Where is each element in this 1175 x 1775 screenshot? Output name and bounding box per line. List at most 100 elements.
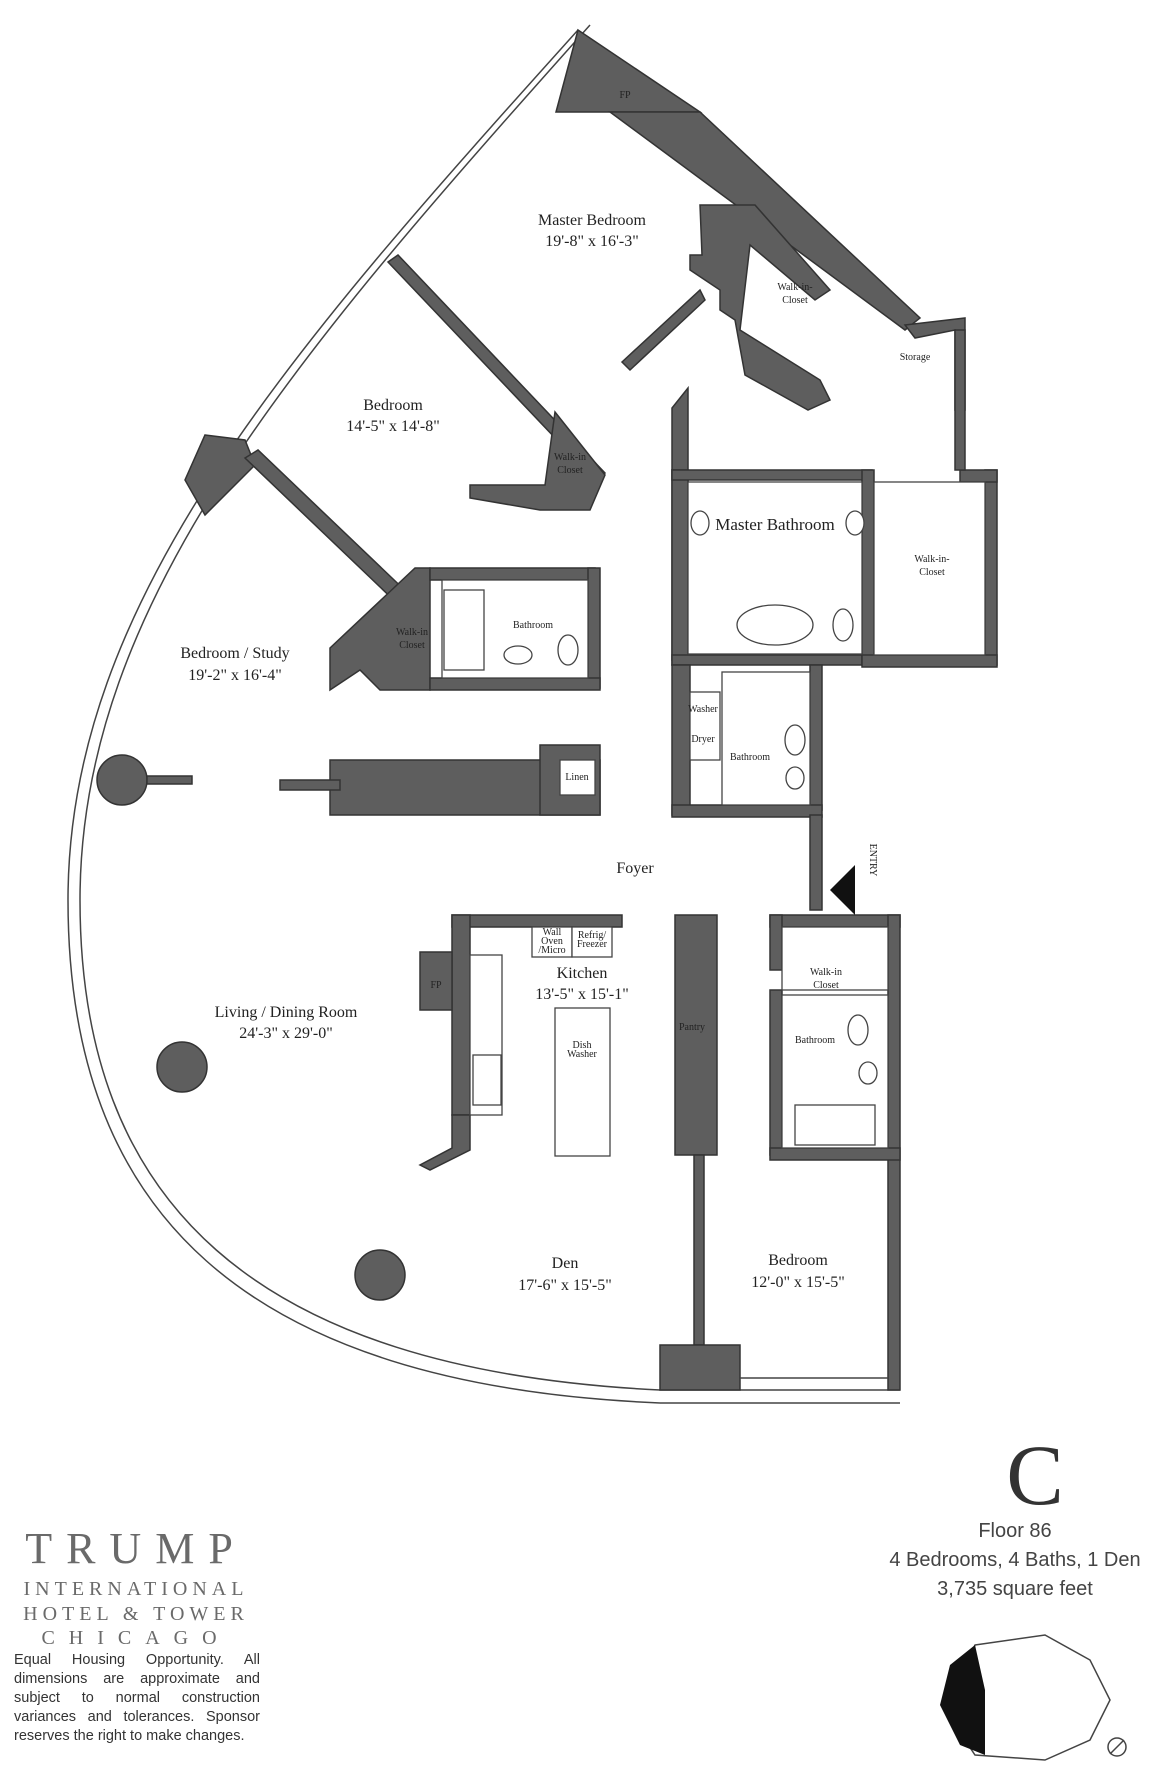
- kitchen-refrig: [571, 926, 613, 958]
- wall-mb-closet-bottom: [861, 654, 998, 668]
- column-1-arm: [146, 775, 193, 785]
- walk-in-closet-mb-1: Walk-in-: [914, 554, 949, 565]
- pantry-label: Pantry: [679, 1022, 705, 1033]
- wall-hall-bath-right: [809, 664, 823, 811]
- study-sink: [503, 645, 533, 665]
- master-bathroom-name: Master Bathroom: [715, 515, 834, 534]
- wall-kitchen-top: [451, 914, 623, 928]
- walls-lower: [418, 914, 901, 1391]
- fp-kitchen: FP: [430, 980, 442, 991]
- wall-mb-closet-left: [861, 469, 875, 666]
- dish-washer-2: Washer: [567, 1049, 597, 1060]
- master-toilet: [832, 608, 854, 642]
- washer-dryer: [689, 691, 721, 761]
- wall-study-corner: [184, 434, 256, 517]
- wall-bath-study: [429, 567, 596, 581]
- den-name: Den: [552, 1255, 579, 1272]
- bedroom-study-name: Bedroom / Study: [180, 645, 289, 662]
- walk-in-closet-bedroom-1: Walk-in: [554, 452, 586, 463]
- living-dining-dims: 24'-3" x 29'-0": [239, 1025, 332, 1042]
- master-tub: [736, 604, 814, 646]
- kitchen-dims: 13'-5" x 15'-1": [535, 986, 628, 1003]
- den-dims: 17'-6" x 15'-5": [518, 1277, 611, 1294]
- north-arrow-line: [1109, 1739, 1125, 1755]
- wall-bath-study-right: [587, 567, 601, 689]
- refrig-2: Freezer: [577, 939, 608, 950]
- unit-floor: Floor 86: [978, 1520, 1052, 1542]
- kitchen-name: Kitchen: [557, 965, 608, 982]
- unit-rooms: 4 Bedrooms, 4 Baths, 1 Den: [889, 1549, 1141, 1571]
- washer-label: Washer: [688, 704, 718, 715]
- wall-master-bath-top: [671, 469, 873, 481]
- wall-master-mid: [620, 288, 706, 372]
- bathroom-study-label: Bathroom: [513, 620, 553, 631]
- wall-hall-bath-left: [671, 664, 691, 816]
- wall-mb-closet-right: [984, 469, 998, 666]
- linen-label: Linen: [565, 772, 588, 783]
- wall-bath-study-bottom: [429, 677, 601, 691]
- north-arrow: [1107, 1737, 1127, 1757]
- wall-master-bath-left: [671, 469, 689, 666]
- hall-sink: [785, 766, 805, 790]
- kitchen-range: [472, 1054, 502, 1106]
- foyer-name: Foyer: [616, 860, 654, 877]
- br2-toilet: [847, 1014, 869, 1046]
- bedroom-1-name: Bedroom: [363, 397, 423, 414]
- master-bedroom-dims: 19'-8" x 16'-3": [545, 233, 638, 250]
- br2-closet-fill: [781, 926, 889, 991]
- wall-master-bath-bottom: [671, 654, 883, 666]
- disclaimer: Equal Housing Opportunity. All dimension…: [14, 1652, 260, 1744]
- wall-bottom-block: [659, 1344, 741, 1391]
- wall-br2-closet: [769, 914, 783, 971]
- study-toilet: [557, 634, 579, 666]
- brand-line1: INTERNATIONAL: [23, 1578, 249, 1600]
- br2-sink: [858, 1061, 878, 1085]
- walk-in-closet-study-1: Walk-in: [396, 627, 428, 638]
- walk-in-closet-mb-2: Closet: [919, 567, 945, 578]
- wall-hall-bath-bottom: [671, 804, 823, 818]
- living-dining-name: Living / Dining Room: [215, 1004, 358, 1021]
- linen: [559, 759, 596, 796]
- fp-top: FP: [619, 90, 631, 101]
- wall-storage-right: [954, 329, 966, 471]
- master-sink-left: [690, 510, 710, 536]
- wall-study-top: [243, 449, 417, 609]
- brand-line2: HOTEL & TOWER: [23, 1603, 249, 1625]
- brand-title: TRUMP: [25, 1524, 247, 1573]
- wall-bed-closet: [469, 410, 606, 511]
- wall-bedroom-top: [386, 254, 607, 481]
- dryer-label: Dryer: [691, 734, 715, 745]
- walk-in-closet-br2-2: Closet: [813, 980, 839, 991]
- bathroom-hall-label: Bathroom: [730, 752, 770, 763]
- walk-in-closet-master-2: Closet: [782, 295, 808, 306]
- wall-oven-2: Oven: [541, 936, 563, 947]
- wall-kitchen-left: [451, 914, 471, 1116]
- bedroom-study-dims: 19'-2" x 16'-4": [188, 667, 281, 684]
- wall-entry: [809, 814, 823, 911]
- entry-label: ENTRY: [867, 844, 878, 877]
- fixtures: [441, 481, 986, 1379]
- wall-kitchen-low: [418, 1114, 471, 1171]
- walk-in-closet-study-2: Closet: [399, 640, 425, 651]
- bathroom-br2-label: Bathroom: [795, 1035, 835, 1046]
- master-bedroom-name: Master Bedroom: [538, 212, 647, 229]
- study-tub: [443, 589, 485, 671]
- wall-oven-1: Wall: [543, 927, 562, 938]
- br2-tub: [794, 1104, 876, 1146]
- bedroom-2-name: Bedroom: [768, 1252, 828, 1269]
- wall-br2-top: [769, 914, 901, 928]
- wall-br2-bath-bottom: [769, 1147, 901, 1161]
- storage-label: Storage: [900, 352, 931, 363]
- column-2: [156, 1041, 208, 1093]
- entry-arrow: [830, 865, 855, 915]
- walk-in-closet-master-1: Walk-in-: [777, 282, 812, 293]
- hall-toilet: [784, 724, 806, 756]
- wall-mb-closet-top: [959, 469, 998, 483]
- small-labels: FP FP Walk-in- Closet Storage Walk-in Cl…: [396, 90, 950, 1060]
- wall-corridor-thin: [279, 779, 341, 791]
- wall-den-divider: [693, 1154, 705, 1346]
- key-plan: [940, 1634, 1127, 1761]
- bedroom-1-dims: 14'-5" x 14'-8": [346, 418, 439, 435]
- wall-oven-3: /Micro: [538, 945, 565, 956]
- wall-br2-bath-left: [769, 989, 783, 1156]
